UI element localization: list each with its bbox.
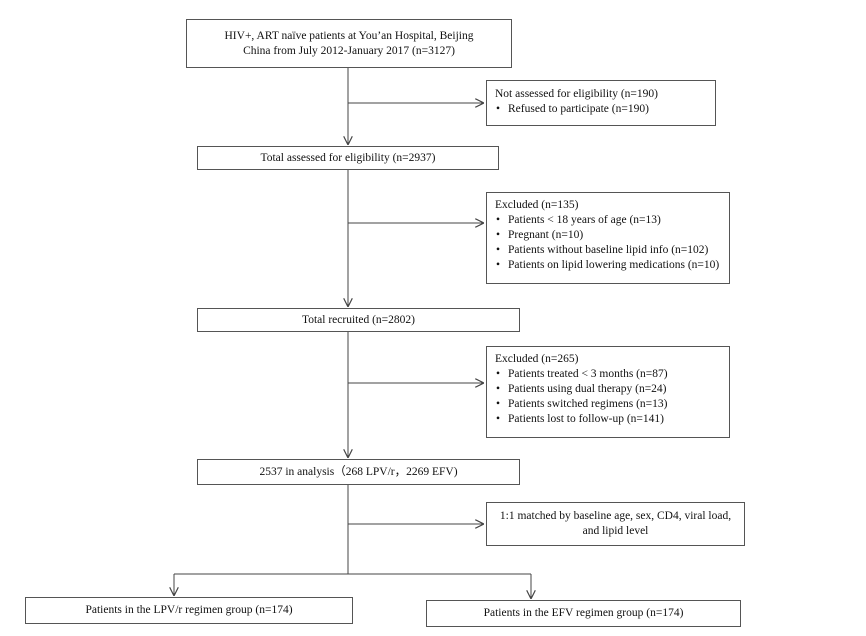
excluded-2-item: Patients treated < 3 months (n=87) bbox=[495, 367, 721, 382]
matched-box: 1:1 matched by baseline age, sex, CD4, v… bbox=[486, 502, 745, 546]
recruited-text: Total recruited (n=2802) bbox=[302, 313, 415, 326]
source-line-1: HIV+, ART naïve patients at You’an Hospi… bbox=[224, 29, 474, 42]
analysis-text: 2537 in analysis（268 LPV/r，2269 EFV) bbox=[259, 465, 458, 478]
excluded-1-list: Patients < 18 years of age (n=13) Pregna… bbox=[495, 213, 721, 273]
not-assessed-item: Refused to participate (n=190) bbox=[495, 102, 707, 117]
excluded-1-item: Patients on lipid lowering medications (… bbox=[495, 258, 721, 273]
excluded-2-item: Patients lost to follow-up (n=141) bbox=[495, 412, 721, 427]
assessed-box: Total assessed for eligibility (n=2937) bbox=[197, 146, 499, 170]
excluded-2-item: Patients switched regimens (n=13) bbox=[495, 397, 721, 412]
matched-line-2: and lipid level bbox=[582, 525, 649, 537]
excluded-1-item: Patients without baseline lipid info (n=… bbox=[495, 243, 721, 258]
not-assessed-box: Not assessed for eligibility (n=190) Ref… bbox=[486, 80, 716, 126]
analysis-box: 2537 in analysis（268 LPV/r，2269 EFV) bbox=[197, 459, 520, 485]
excluded-2-item: Patients using dual therapy (n=24) bbox=[495, 382, 721, 397]
excluded-2-heading: Excluded (n=265) bbox=[495, 353, 579, 365]
excluded-box-1: Excluded (n=135) Patients < 18 years of … bbox=[486, 192, 730, 284]
efv-group-box: Patients in the EFV regimen group (n=174… bbox=[426, 600, 741, 627]
excluded-2-list: Patients treated < 3 months (n=87) Patie… bbox=[495, 367, 721, 427]
lpv-group-box: Patients in the LPV/r regimen group (n=1… bbox=[25, 597, 353, 624]
recruited-box: Total recruited (n=2802) bbox=[197, 308, 520, 332]
efv-group-text: Patients in the EFV regimen group (n=174… bbox=[483, 607, 684, 619]
lpv-group-text: Patients in the LPV/r regimen group (n=1… bbox=[85, 604, 293, 616]
excluded-box-2: Excluded (n=265) Patients treated < 3 mo… bbox=[486, 346, 730, 438]
source-population-box: HIV+, ART naïve patients at You’an Hospi… bbox=[186, 19, 512, 68]
not-assessed-list: Refused to participate (n=190) bbox=[495, 102, 707, 117]
excluded-1-item: Pregnant (n=10) bbox=[495, 228, 721, 243]
assessed-text: Total assessed for eligibility (n=2937) bbox=[260, 151, 436, 164]
excluded-1-item: Patients < 18 years of age (n=13) bbox=[495, 213, 721, 228]
excluded-1-heading: Excluded (n=135) bbox=[495, 199, 579, 211]
source-line-2: China from July 2012-January 2017 (n=312… bbox=[243, 44, 455, 57]
matched-line-1: 1:1 matched by baseline age, sex, CD4, v… bbox=[499, 510, 732, 522]
not-assessed-heading: Not assessed for eligibility (n=190) bbox=[495, 88, 658, 100]
